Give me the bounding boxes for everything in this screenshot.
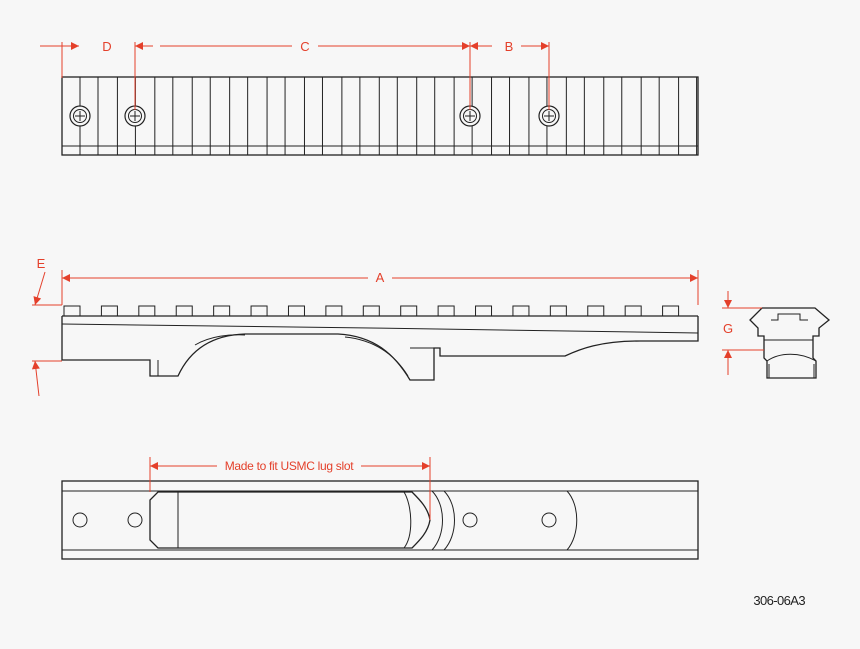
top-view-outline — [61, 76, 699, 156]
rail-slot — [603, 76, 623, 156]
dim-e-arrow-top — [33, 271, 46, 306]
rail-tooth — [437, 305, 455, 317]
lug-slot-dimension: Made to fit USMC lug slot — [149, 457, 431, 520]
side-view-taper-line — [61, 323, 699, 334]
rail-slot — [229, 76, 249, 156]
dim-c-label: C — [300, 39, 309, 54]
lug-slot-recess — [149, 491, 431, 549]
rail-slot — [491, 76, 511, 156]
rail-slot — [154, 76, 174, 156]
screw-icon — [538, 105, 560, 127]
rail-tooth — [362, 305, 380, 317]
rail-slot — [640, 76, 660, 156]
top-dimensions: D C B — [40, 39, 550, 110]
side-view-inner-curve — [194, 334, 246, 346]
top-view — [61, 76, 699, 156]
dim-g-label: G — [723, 321, 733, 336]
rail-tooth — [512, 305, 530, 317]
dim-e-arrow-bottom — [31, 360, 40, 397]
end-dimensions: G — [722, 291, 764, 375]
rail-tooth — [63, 305, 81, 317]
screw-icon — [69, 105, 91, 127]
rail-teeth — [63, 305, 680, 317]
rail-tooth — [549, 305, 567, 317]
mounting-screws — [69, 105, 560, 127]
lug-slot-label: Made to fit USMC lug slot — [225, 459, 355, 473]
bottom-view-outline — [61, 480, 699, 560]
bottom-hole-1 — [72, 512, 88, 528]
rail-tooth — [100, 305, 118, 317]
rail-slots — [79, 76, 698, 156]
rail-slot — [565, 76, 585, 156]
bottom-hole-3 — [462, 512, 478, 528]
lug-slot-inner-curve — [403, 491, 412, 549]
rail-tooth — [400, 305, 418, 317]
part-number: 306-06A3 — [753, 593, 805, 608]
bottom-hole-4 — [541, 512, 557, 528]
rail-tooth — [475, 305, 493, 317]
bottom-arc-1 — [431, 490, 443, 551]
bottom-arc-2 — [443, 490, 455, 551]
rail-tooth — [662, 305, 680, 317]
side-view — [61, 305, 699, 381]
rail-slot — [191, 76, 211, 156]
rail-tooth — [138, 305, 156, 317]
dim-a-label-bg — [368, 270, 392, 286]
side-view-inner-curve-2 — [344, 336, 409, 377]
rail-slot — [303, 76, 323, 156]
bottom-view — [61, 480, 699, 560]
rail-slot — [678, 76, 698, 156]
bottom-hole-2 — [127, 512, 143, 528]
bottom-arc-3 — [566, 490, 578, 551]
end-view — [749, 307, 831, 379]
rail-slot — [416, 76, 436, 156]
side-dimensions: A E — [31, 256, 699, 397]
end-view-lug-curve — [766, 353, 817, 362]
dim-b-label: B — [505, 39, 514, 54]
dim-e-label: E — [37, 256, 46, 271]
rail-tooth — [287, 305, 305, 317]
end-view-profile — [749, 307, 831, 379]
rail-tooth — [325, 305, 343, 317]
rail-tooth — [175, 305, 193, 317]
rail-slot — [341, 76, 361, 156]
rail-tooth — [250, 305, 268, 317]
dim-a-label: A — [376, 270, 385, 285]
rail-tooth — [213, 305, 231, 317]
rail-slot — [266, 76, 286, 156]
rail-tooth — [624, 305, 642, 317]
rail-slot — [378, 76, 398, 156]
dim-d-label: D — [102, 39, 111, 54]
rail-tooth — [587, 305, 605, 317]
end-view-top-slot — [771, 313, 808, 321]
